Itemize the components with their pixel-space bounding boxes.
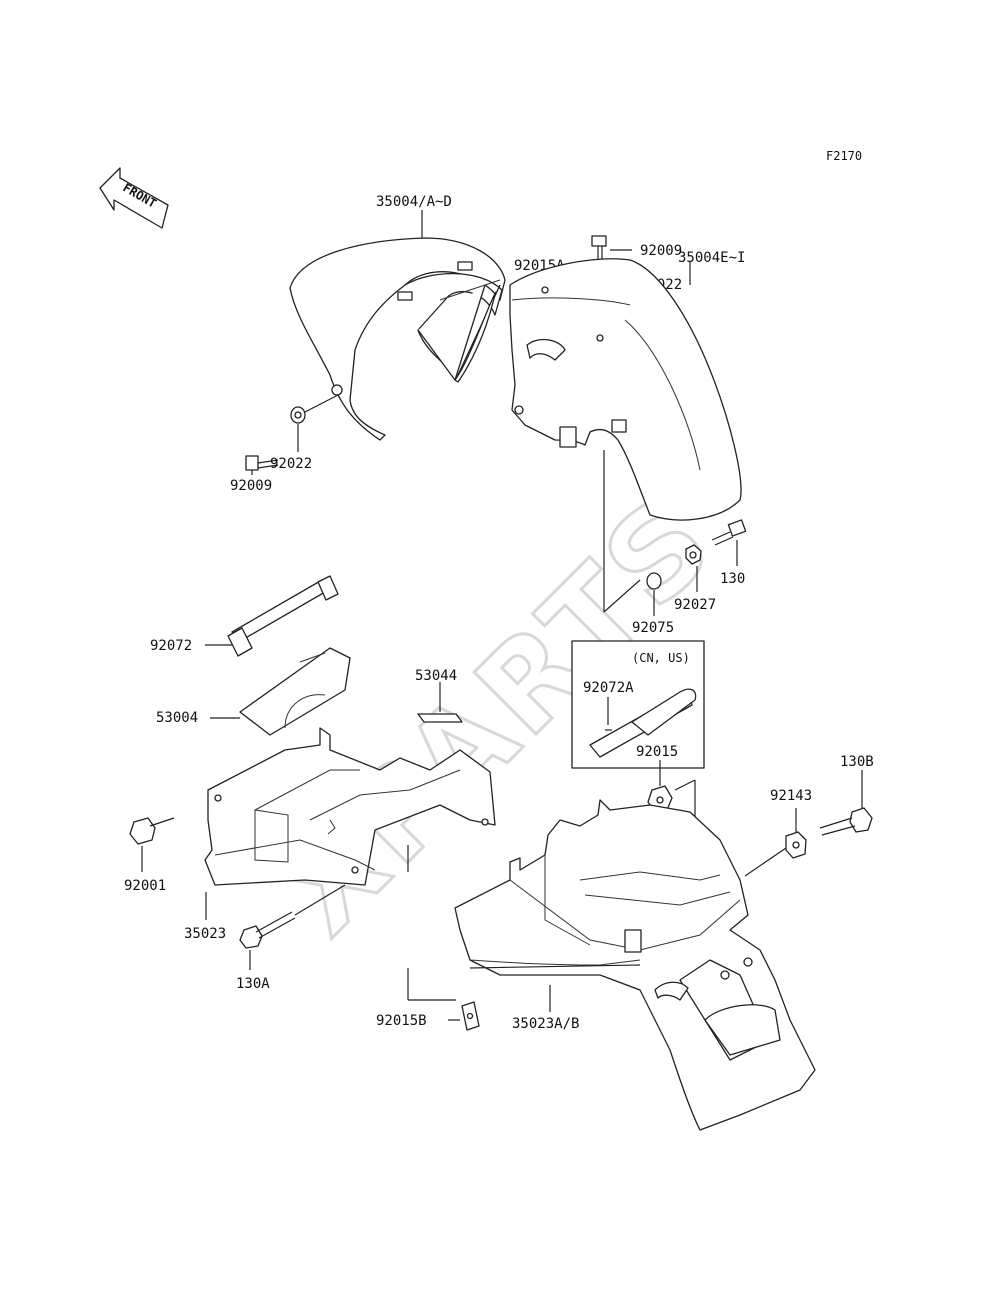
label-92015b: 92015B [376,1013,427,1029]
label-92027: 92027 [674,597,716,613]
washer-92022-left-icon [290,406,306,424]
front-arrow-icon: FRONT [99,167,169,229]
bolt-130a-icon [239,911,296,949]
label-92015: 92015 [636,744,678,760]
label-92009-left: 92009 [230,478,272,494]
variant-note: (CN, US) [632,651,690,665]
label-53004: 53004 [156,710,198,726]
variant-inset-box: (CN, US) [571,640,705,769]
label-130a: 130A [236,976,270,992]
label-130b: 130B [840,754,874,770]
label-92009-top: 92009 [640,243,682,259]
bolt-92001-icon [129,817,175,845]
front-fender-a-d [289,237,506,441]
label-35004e-i: 35004E~I [678,250,745,266]
label-35023: 35023 [184,926,226,942]
cover-53004-icon [239,647,351,736]
collar-92027-icon [685,544,702,565]
label-130: 130 [720,571,745,587]
diagram-code: F2170 [826,149,862,163]
collar-92143-icon [785,831,807,859]
label-92075: 92075 [632,620,674,636]
label-35004-a-d: 35004/A~D [376,194,452,210]
rear-fender-35023 [204,727,496,886]
strap-92072-icon [227,575,339,657]
label-92072: 92072 [150,638,192,654]
label-53044: 53044 [415,668,457,684]
label-92143: 92143 [770,788,812,804]
bolt-130-icon [711,519,747,546]
pad-53044-icon [417,713,463,723]
front-fender-e-i [509,258,742,521]
bolt-130b-icon [819,807,873,836]
bolt-92009-top-icon [591,235,607,262]
label-92001: 92001 [124,878,166,894]
label-92022-left: 92022 [270,456,312,472]
washer-92075-icon [646,572,662,590]
label-92072a: 92072A [583,680,634,696]
label-35023ab: 35023A/B [512,1016,579,1032]
nut-92015b-icon [461,1001,480,1031]
